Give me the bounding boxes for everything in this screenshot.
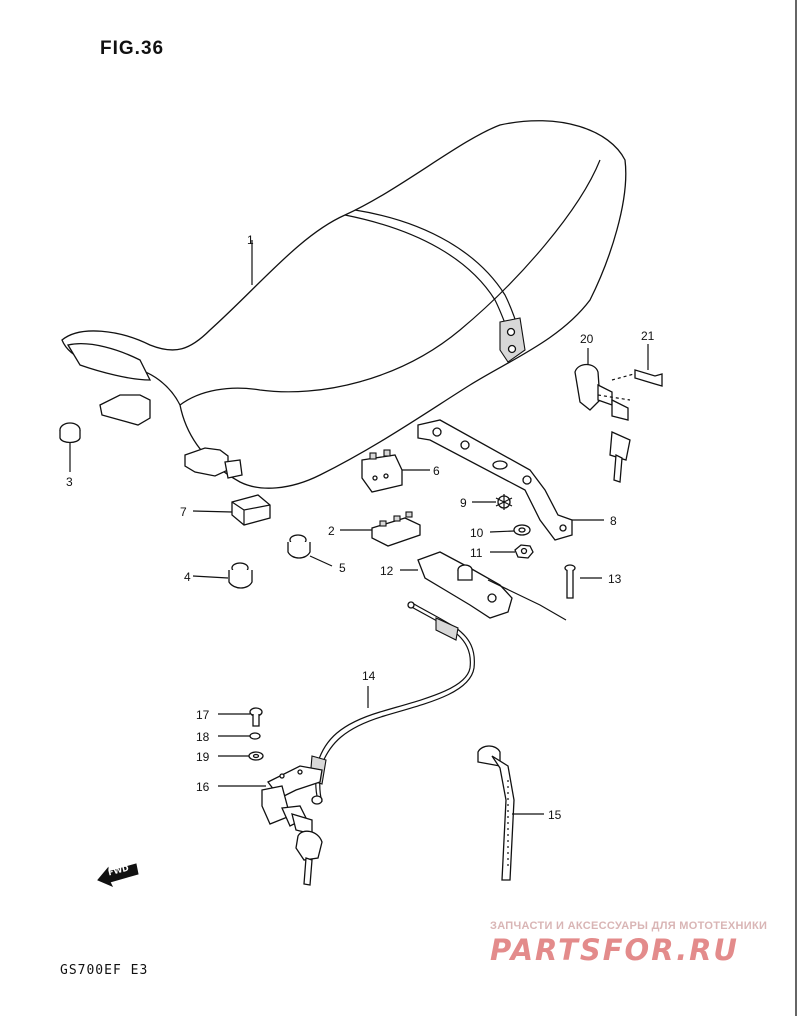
model-code: GS700EF E3 — [60, 963, 149, 978]
rubber-pad-drawing — [231, 494, 271, 526]
callout-21: 21 — [641, 329, 655, 343]
bracket-strip-drawing — [417, 419, 573, 541]
callout-8: 8 — [610, 514, 617, 528]
lock-bracket-drawing — [417, 551, 567, 621]
washer-small-drawing — [248, 751, 264, 761]
bolt-drawing — [249, 707, 263, 727]
callout-16: 16 — [196, 780, 210, 794]
figure-title: FIG.36 — [100, 38, 165, 59]
callout-numbers: 1 2 3 4 5 6 7 8 9 10 11 12 13 14 15 16 1… — [66, 233, 655, 822]
callout-3: 3 — [66, 475, 73, 489]
cushion-block-drawing — [371, 511, 421, 547]
callout-5: 5 — [339, 561, 346, 575]
callout-6: 6 — [433, 464, 440, 478]
callout-17: 17 — [196, 708, 210, 722]
lock-washer-drawing — [495, 494, 513, 510]
callout-7: 7 — [180, 505, 187, 519]
lock-bolt-drawing — [611, 369, 663, 387]
rubber-block-drawing — [361, 449, 403, 493]
lock-cable-drawing — [309, 601, 475, 805]
callout-11: 11 — [470, 546, 483, 560]
callout-4: 4 — [184, 570, 191, 584]
callout-9: 9 — [460, 496, 467, 510]
helmet-lock-drawing — [574, 363, 631, 483]
screw-drawing — [564, 564, 576, 599]
callout-18: 18 — [196, 730, 210, 744]
callout-1: 1 — [247, 233, 254, 247]
callout-20: 20 — [580, 332, 594, 346]
seat-lock-drawing — [261, 765, 323, 886]
callout-15: 15 — [548, 808, 562, 822]
callout-10: 10 — [470, 526, 484, 540]
callout-12: 12 — [380, 564, 394, 578]
fwd-arrow-icon — [97, 863, 139, 887]
callout-13: 13 — [608, 572, 622, 586]
washer-drawing — [513, 524, 531, 536]
cable-band-drawing — [477, 745, 515, 881]
round-cushion-drawing — [287, 534, 311, 559]
watermark-logo: PARTSFOR.RU — [490, 933, 739, 967]
callout-2: 2 — [328, 524, 335, 538]
damper-cushion-drawing — [228, 562, 253, 589]
callout-14: 14 — [362, 669, 376, 683]
nut-drawing — [514, 544, 534, 559]
callout-19: 19 — [196, 750, 210, 764]
damper-cap-drawing — [59, 422, 81, 444]
watermark-caption: ЗАПЧАСТИ И АКСЕССУАРЫ ДЛЯ МОТОТЕХНИКИ — [490, 920, 768, 932]
seat-drawing — [61, 120, 627, 489]
leader-lines — [69, 240, 649, 815]
spring-washer-drawing — [249, 732, 261, 740]
